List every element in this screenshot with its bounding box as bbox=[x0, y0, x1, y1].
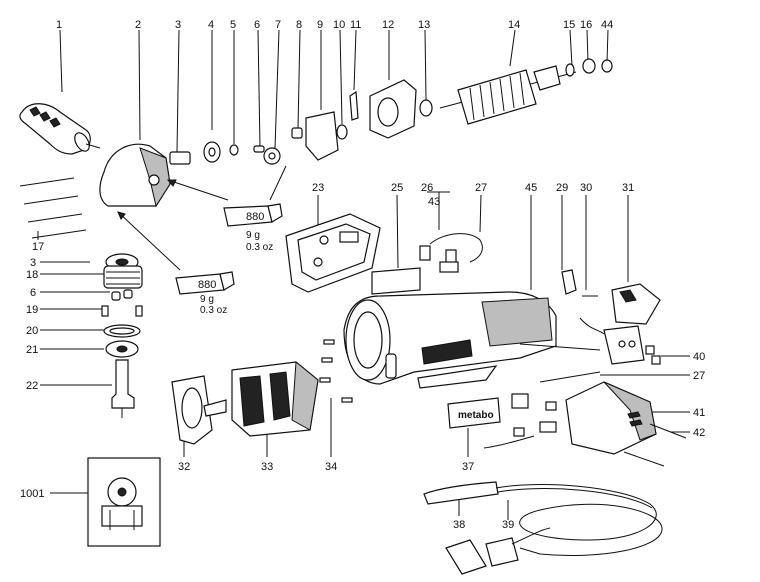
grease-tube-1: 880 9 g 0.3 oz bbox=[166, 165, 287, 253]
label-part-43: 43 bbox=[428, 196, 440, 208]
label-part-19: 19 bbox=[26, 304, 38, 316]
label-part-39: 39 bbox=[502, 519, 514, 531]
label-part-10: 10 bbox=[333, 19, 345, 31]
label-part-23: 23 bbox=[312, 182, 324, 194]
label-part-16: 16 bbox=[580, 19, 592, 31]
cable-clamp-parts bbox=[483, 393, 557, 449]
label-part-32: 32 bbox=[178, 461, 190, 473]
label-part-20: 20 bbox=[26, 325, 38, 337]
label-part-33: 33 bbox=[261, 461, 273, 473]
motor-housing bbox=[343, 291, 557, 389]
label-part-18: 18 bbox=[26, 269, 38, 281]
grease-tube-2-oz: 0.3 oz bbox=[200, 305, 227, 316]
inset-1001 bbox=[87, 457, 161, 547]
label-part-25: 25 bbox=[391, 182, 403, 194]
label-part-41: 41 bbox=[693, 407, 705, 419]
brush-plate bbox=[285, 213, 381, 293]
side-handle bbox=[19, 103, 101, 155]
label-part-6b: 6 bbox=[30, 287, 36, 299]
label-part-9: 9 bbox=[317, 19, 323, 31]
label-part-22: 22 bbox=[26, 380, 38, 392]
left-column-parts bbox=[101, 253, 143, 418]
grease-tube-2-label: 880 bbox=[198, 279, 216, 291]
label-part-27b: 27 bbox=[693, 370, 705, 382]
wire-27 bbox=[539, 371, 601, 383]
spindle-parts bbox=[169, 79, 433, 165]
label-part-27: 27 bbox=[475, 182, 487, 194]
label-part-42: 42 bbox=[693, 427, 705, 439]
grease-tube-1-label: 880 bbox=[246, 211, 264, 223]
gear-head bbox=[99, 143, 171, 208]
grease-tube-2-amount: 9 g bbox=[200, 294, 214, 305]
label-part-3: 3 bbox=[175, 19, 181, 31]
label-part-4: 4 bbox=[208, 19, 214, 31]
part-labels: 1 2 3 4 5 6 7 8 9 10 11 12 13 14 15 16 4… bbox=[20, 19, 705, 531]
label-part-34: 34 bbox=[325, 461, 337, 473]
label-part-45: 45 bbox=[525, 182, 537, 194]
label-part-38: 38 bbox=[453, 519, 465, 531]
label-part-3b: 3 bbox=[30, 257, 36, 269]
label-part-8: 8 bbox=[296, 19, 302, 31]
label-part-14: 14 bbox=[508, 19, 520, 31]
end-plate bbox=[171, 375, 227, 445]
brand-plate: metabo bbox=[447, 397, 501, 429]
label-part-17: 17 bbox=[32, 241, 44, 253]
grease-tube-1-amount: 9 g bbox=[246, 230, 260, 241]
pins-34 bbox=[319, 339, 353, 403]
grease-tube-2: 880 9 g 0.3 oz bbox=[117, 211, 235, 316]
label-part-44: 44 bbox=[601, 19, 613, 31]
gear-head-screws bbox=[19, 177, 87, 239]
label-part-6: 6 bbox=[254, 19, 260, 31]
label-part-1001: 1001 bbox=[20, 488, 44, 500]
label-part-21: 21 bbox=[26, 344, 38, 356]
label-part-30: 30 bbox=[580, 182, 592, 194]
label-part-37: 37 bbox=[462, 461, 474, 473]
power-cable bbox=[423, 481, 663, 575]
label-part-15: 15 bbox=[563, 19, 575, 31]
field-coil bbox=[231, 361, 319, 437]
label-part-2: 2 bbox=[135, 19, 141, 31]
label-part-29: 29 bbox=[556, 182, 568, 194]
label-part-12: 12 bbox=[382, 19, 394, 31]
brand-plate-text: metabo bbox=[458, 410, 494, 421]
label-part-40: 40 bbox=[693, 351, 705, 363]
label-part-7: 7 bbox=[275, 19, 281, 31]
label-part-1: 1 bbox=[56, 19, 62, 31]
label-part-31: 31 bbox=[622, 182, 634, 194]
label-part-26: 26 bbox=[421, 182, 433, 194]
label-part-5: 5 bbox=[230, 19, 236, 31]
armature bbox=[439, 58, 613, 125]
switch-parts bbox=[519, 269, 661, 365]
end-cover bbox=[565, 381, 687, 467]
label-part-11: 11 bbox=[350, 19, 361, 31]
brush-parts bbox=[371, 233, 483, 295]
label-part-13: 13 bbox=[418, 19, 430, 31]
grease-tube-1-oz: 0.3 oz bbox=[246, 242, 273, 253]
